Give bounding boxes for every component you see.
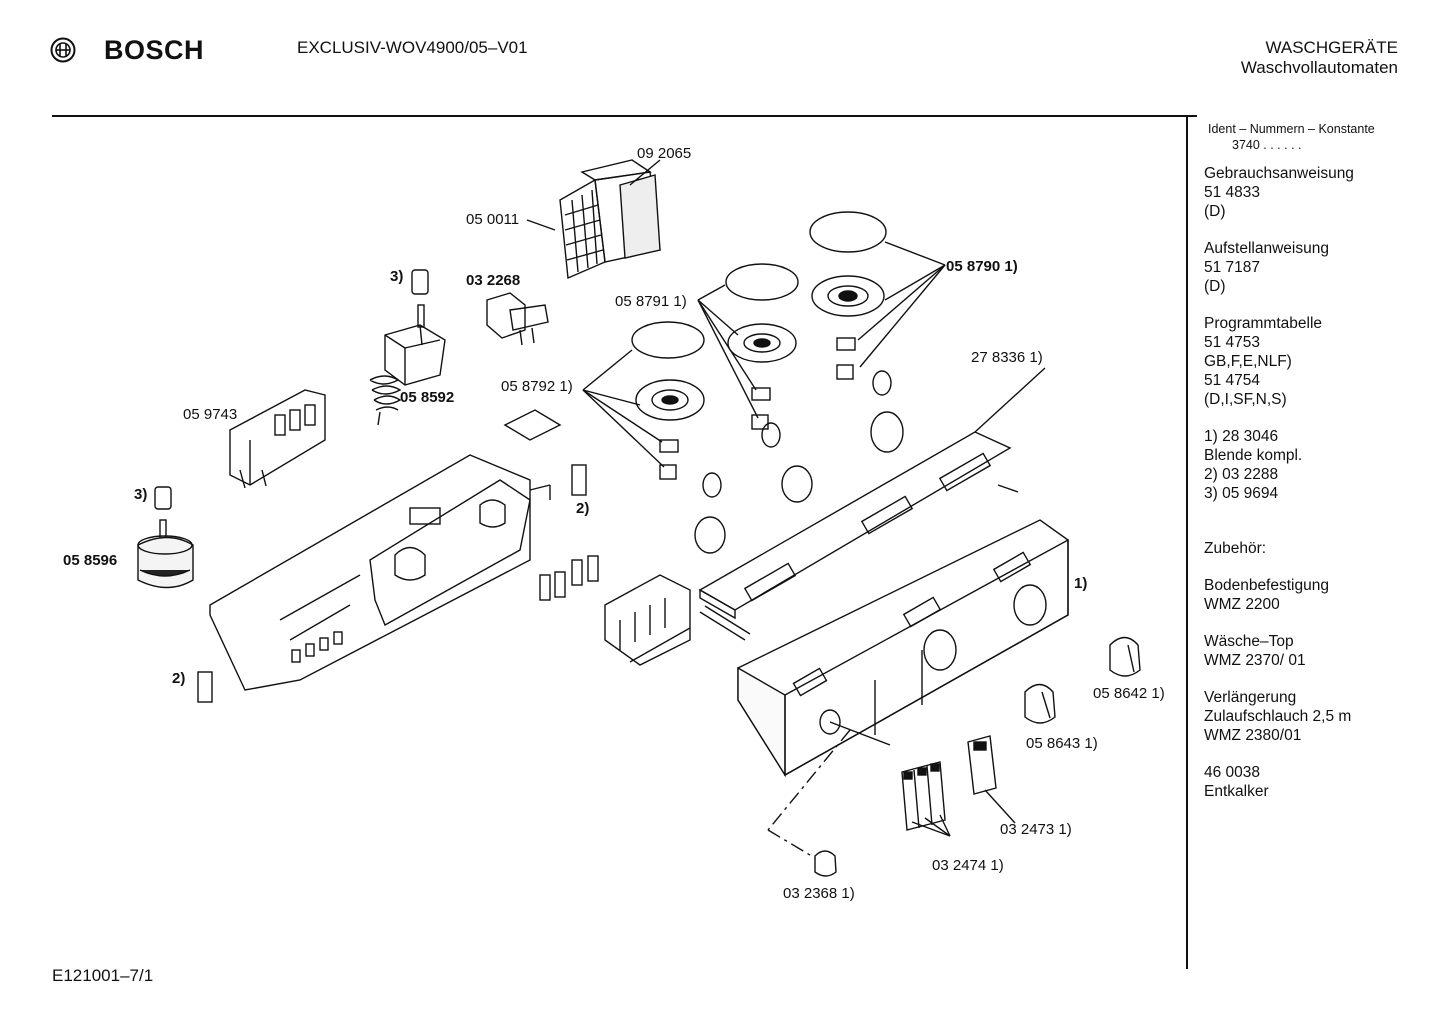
accessory-laundry-top: Wäsche–Top WMZ 2370/ 01 <box>1204 633 1306 669</box>
accessory-hose-extension: Verlängerung Zulaufschlauch 2,5 m WMZ 23… <box>1204 689 1352 744</box>
spacer-part <box>411 269 429 295</box>
footnotes: 1) 28 3046 Blende kompl. 2) 03 2288 3) 0… <box>1204 428 1303 502</box>
installation-info: Aufstellanweisung 51 7187 (D) <box>1204 240 1329 295</box>
part-label-032368: 03 2368 1) <box>783 885 855 902</box>
category-subtitle: Waschvollautomaten <box>1240 58 1398 77</box>
lever-assembly-part <box>604 574 691 666</box>
ident-label: Ident – Nummern – Konstante <box>1208 122 1375 136</box>
part-label-278336: 27 8336 1) <box>971 349 1043 366</box>
brand-name: BOSCH <box>104 35 205 65</box>
sidebar-divider <box>1186 117 1188 969</box>
part-label-058792: 05 8792 1) <box>501 378 573 395</box>
connector-part <box>486 292 549 346</box>
program-table-info: Programmtabelle 51 4753 GB,F,E,NLF) 51 4… <box>1204 315 1323 408</box>
ident-value: 3740 . . . . . . <box>1232 138 1302 152</box>
part-label-note3-b: 3) <box>134 486 148 503</box>
part-label-059743: 05 9743 <box>183 406 238 423</box>
part-label-032268: 03 2268 <box>466 272 521 289</box>
part-label-note2-b: 2) <box>172 670 186 687</box>
light-cover-part <box>503 409 562 441</box>
circuit-board-part <box>229 389 326 489</box>
panel-trim-part <box>698 431 1019 641</box>
part-label-092065: 09 2065 <box>637 145 692 162</box>
part-label-058643: 05 8643 1) <box>1026 735 1098 752</box>
control-chassis-part <box>209 454 551 691</box>
part-label-note1: 1) <box>1074 575 1088 592</box>
spacer-part-2 <box>154 486 172 510</box>
category-title: WASCHGERÄTE <box>1265 38 1398 57</box>
part-label-note2-a: 2) <box>576 500 590 517</box>
accessory-floor-mount: Bodenbefestigung WMZ 2200 <box>1204 577 1329 613</box>
part-label-058791: 05 8791 1) <box>615 293 687 310</box>
selector-switch-part <box>137 519 194 589</box>
clip-part <box>197 464 599 703</box>
relay-block-part <box>559 159 661 280</box>
leader-lines <box>582 241 1046 859</box>
accessories-heading: Zubehör: <box>1204 540 1267 557</box>
accessory-descaler: 46 0038 Entkalker <box>1204 764 1269 800</box>
part-label-058790: 05 8790 1) <box>946 258 1018 275</box>
model-number: EXCLUSIV-WOV4900/05–V01 <box>297 38 528 57</box>
bosch-logo-icon <box>50 37 76 63</box>
program-motor-part <box>369 304 446 426</box>
header-divider <box>52 115 1197 117</box>
part-label-058642: 05 8642 1) <box>1093 685 1165 702</box>
part-label-note3-a: 3) <box>390 268 404 285</box>
part-label-032473: 03 2473 1) <box>1000 821 1072 838</box>
push-button-parts <box>901 735 997 831</box>
part-label-058596: 05 8596 <box>63 552 118 569</box>
control-facia-part <box>737 519 1069 778</box>
knob-gear-parts <box>694 370 904 554</box>
part-label-050011: 05 0011 <box>466 211 520 228</box>
control-knob-parts <box>814 636 1141 877</box>
user-manual-info: Gebrauchsanweisung 51 4833 (D) <box>1204 165 1354 220</box>
part-label-032474: 03 2474 1) <box>932 857 1004 874</box>
document-code: E121001–7/1 <box>52 966 154 985</box>
part-label-058592: 05 8592 <box>400 389 455 406</box>
lamp-lens-parts <box>631 211 887 480</box>
